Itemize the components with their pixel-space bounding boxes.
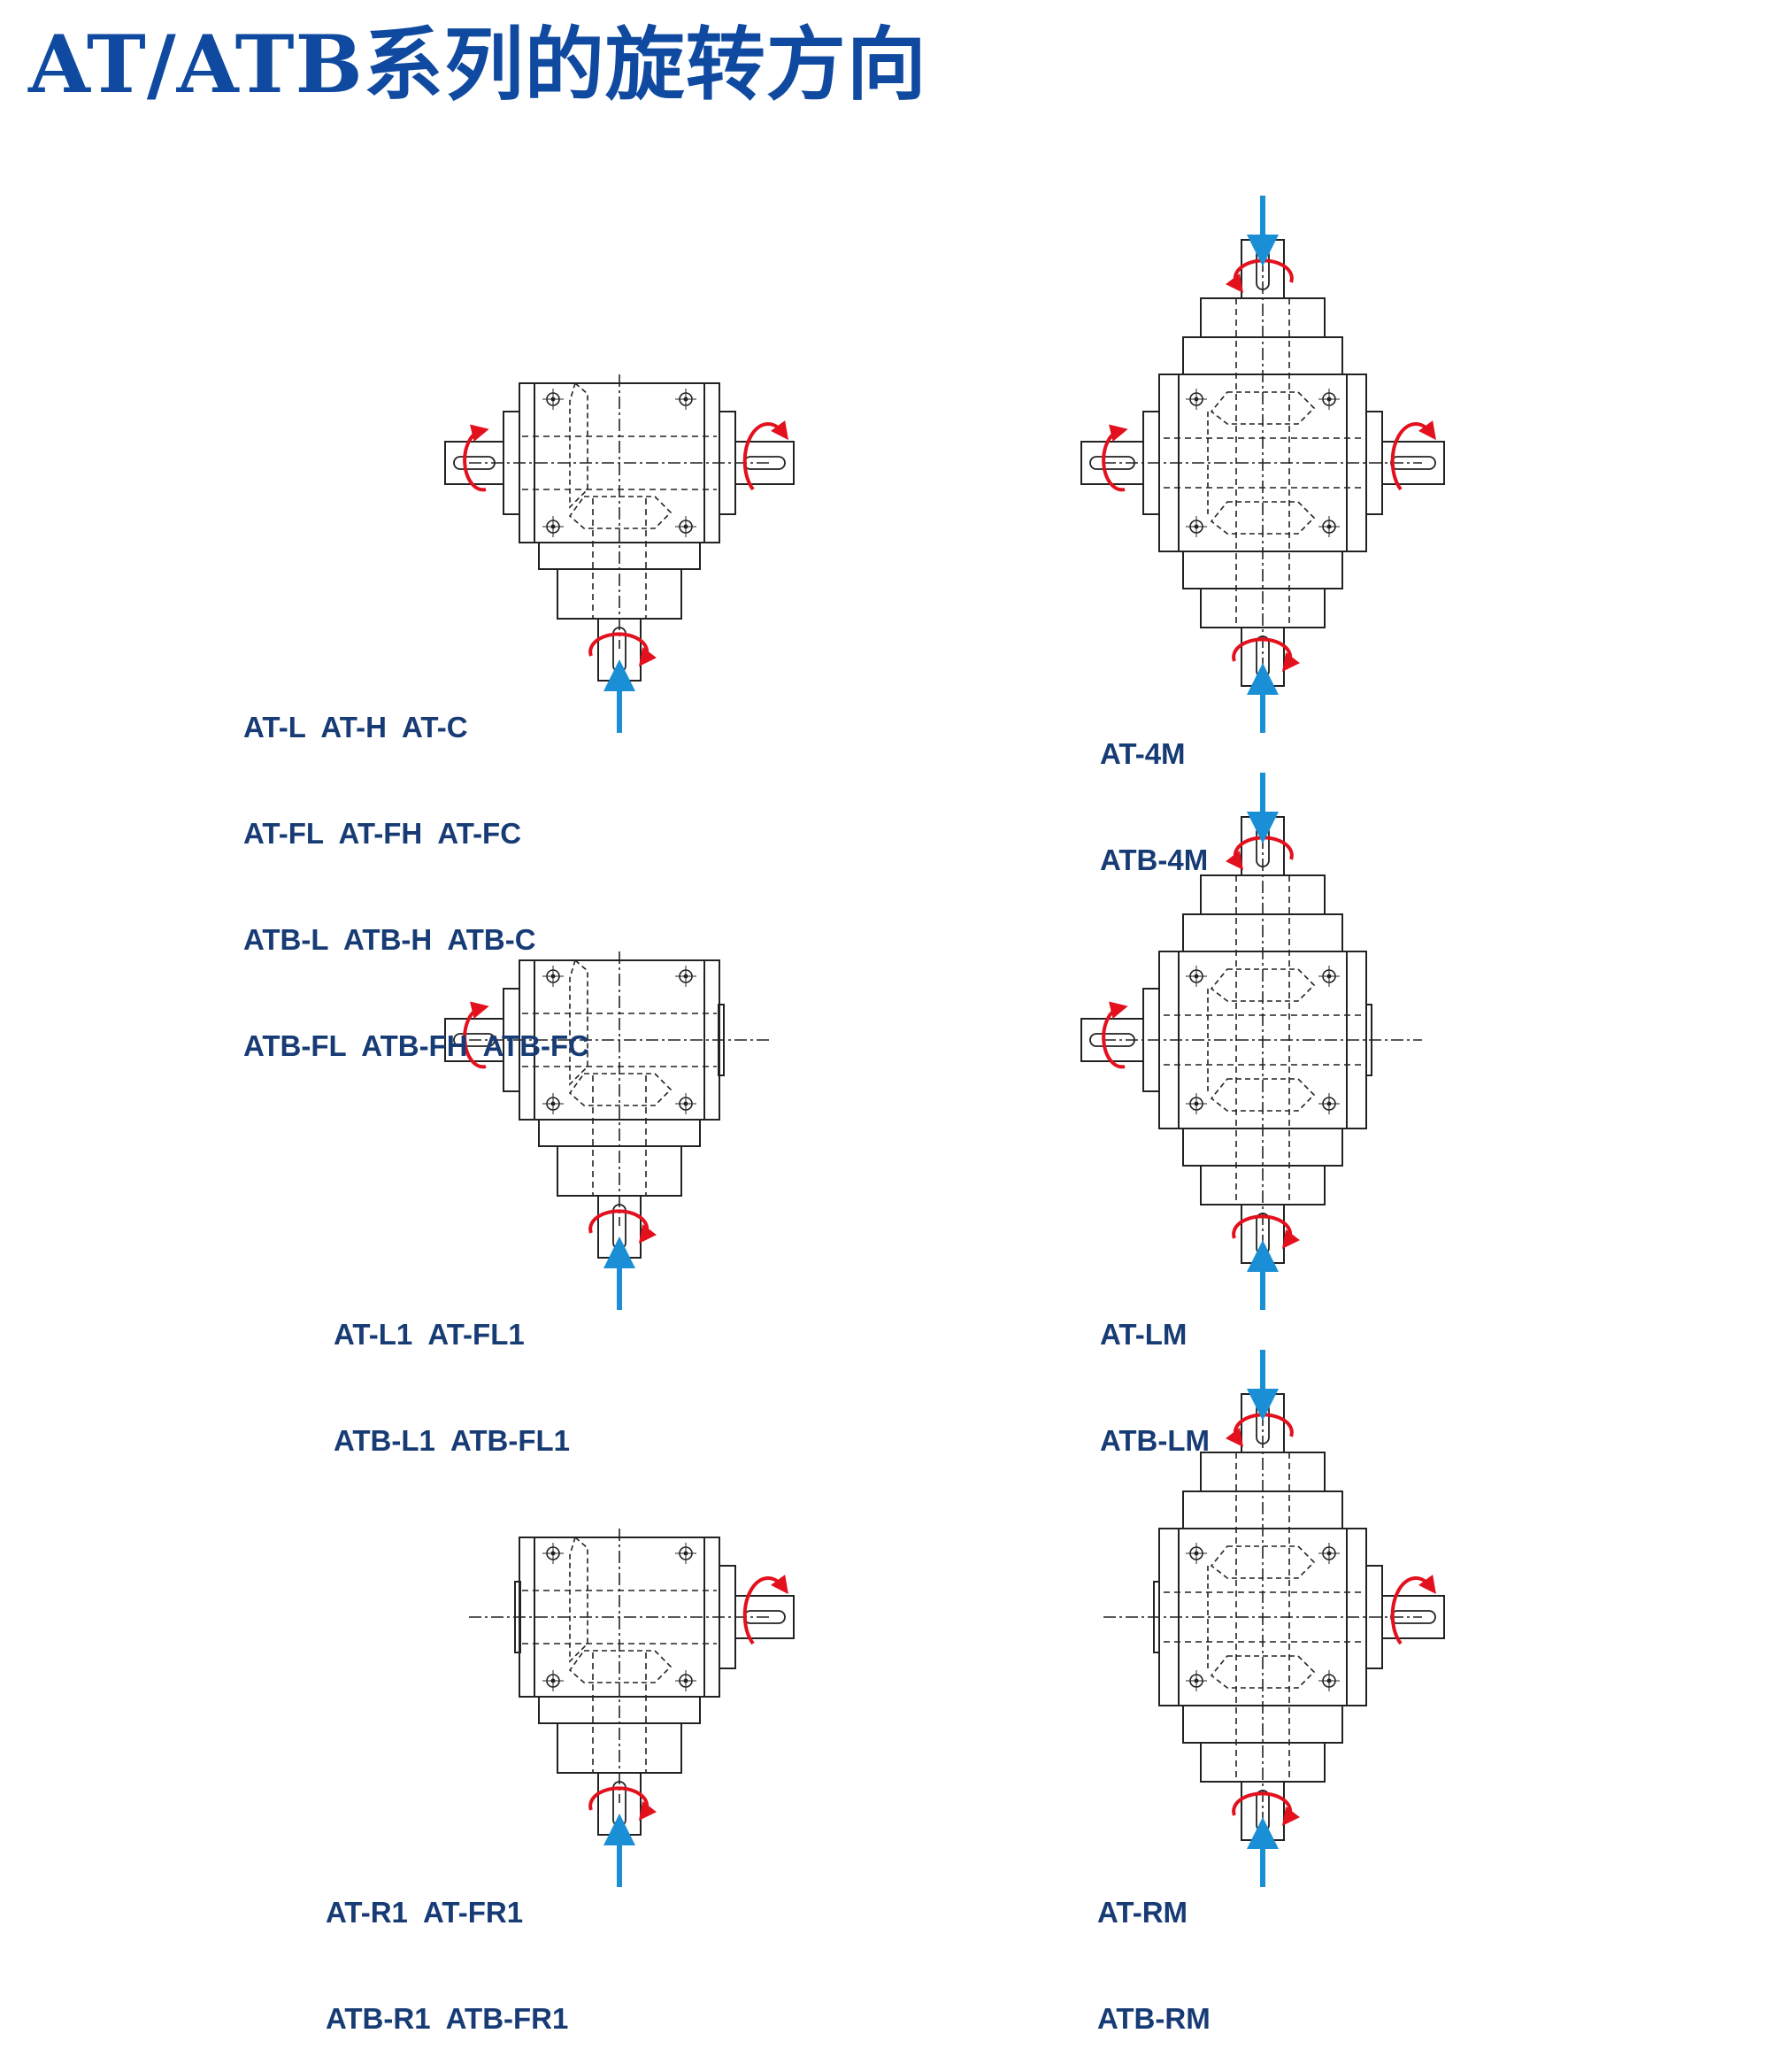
models-right-middle: AT-LM ATB-LM <box>1100 1246 1210 1494</box>
gear-outline <box>1210 1655 1316 1689</box>
gear-outline <box>1210 1545 1316 1579</box>
bolt-icon <box>1318 1093 1340 1114</box>
shaft <box>1381 1595 1445 1639</box>
model-line: ATB-LM <box>1100 1424 1211 1457</box>
bolt-icon <box>675 966 696 987</box>
bolt-icon <box>1318 389 1340 410</box>
gear-outline <box>569 959 588 1086</box>
models-right-top: AT-4M ATB-4M <box>1100 666 1208 913</box>
model-line: ATB-RM <box>1097 2002 1211 2035</box>
bolt-icon <box>1186 1093 1207 1114</box>
page-title: AT/ATB系列的旋转方向 <box>28 18 927 112</box>
red-rotation-arrow <box>1232 637 1301 672</box>
bolt-icon <box>675 389 696 410</box>
red-rotation-arrow <box>463 1001 489 1069</box>
gearbox-right-middle <box>1080 773 1422 1310</box>
bolt-icon <box>1186 966 1207 987</box>
model-line: ATB-L ATB-H ATB-C <box>243 923 536 956</box>
gearbox-left-bottom <box>469 1529 795 1887</box>
red-rotation-arrow <box>742 420 788 491</box>
bolt-icon <box>1318 966 1340 987</box>
gear-outline <box>569 1536 588 1663</box>
model-line: AT-L AT-H AT-C <box>243 711 468 743</box>
gear-outline <box>569 381 588 509</box>
red-rotation-arrow <box>1232 1214 1301 1249</box>
model-line: AT-RM <box>1097 1896 1188 1929</box>
gear-outline <box>568 496 673 529</box>
bolt-icon <box>542 1543 564 1564</box>
shaft-keyway <box>1089 1033 1135 1047</box>
shaft-keyway <box>453 456 496 470</box>
bolt-icon <box>1186 1543 1207 1564</box>
models-left-bottom: AT-R1 AT-FR1 ATB-R1 ATB-FR1 <box>326 1824 568 2072</box>
model-line: AT-FL AT-FH AT-FC <box>243 817 522 850</box>
red-rotation-arrow <box>742 1575 788 1645</box>
rotation-direction-diagram <box>444 196 1445 1887</box>
models-left-top: AT-L AT-H AT-C AT-FL AT-FH AT-FC ATB-L A… <box>243 639 589 1099</box>
shaft <box>734 1595 795 1639</box>
bolt-icon <box>542 1093 564 1114</box>
model-line: ATB-FL ATB-FH ATB-FC <box>243 1029 590 1062</box>
red-rotation-arrow <box>588 1786 657 1821</box>
model-line: AT-R1 AT-FR1 <box>326 1896 524 1929</box>
models-right-bottom: AT-RM ATB-RM <box>1097 1824 1211 2072</box>
bolt-icon <box>1318 516 1340 537</box>
model-line: AT-L1 AT-FL1 <box>334 1318 525 1351</box>
bolt-icon <box>675 1543 696 1564</box>
bolt-icon <box>675 1093 696 1114</box>
bolt-icon <box>542 1670 564 1691</box>
gear-outline <box>1210 391 1316 425</box>
shaft-keyway <box>1089 456 1135 470</box>
gearbox-right-top <box>1080 196 1445 733</box>
bolt-icon <box>1186 389 1207 410</box>
bolt-icon <box>542 966 564 987</box>
models-left-middle: AT-L1 AT-FL1 ATB-L1 ATB-FL1 <box>334 1246 570 1494</box>
gearbox-right-bottom <box>1103 1350 1445 1887</box>
gear-outline <box>1210 1078 1316 1112</box>
gear-outline <box>1210 501 1316 535</box>
model-line: ATB-L1 ATB-FL1 <box>334 1424 571 1457</box>
red-rotation-arrow <box>1102 424 1128 492</box>
bolt-icon <box>675 516 696 537</box>
red-rotation-arrow <box>1390 1575 1436 1645</box>
shaft-keyway <box>453 1033 496 1047</box>
bolt-icon <box>542 389 564 410</box>
bolt-icon <box>1186 1670 1207 1691</box>
model-line: ATB-R1 ATB-FR1 <box>326 2002 569 2035</box>
shaft <box>1381 441 1445 485</box>
gear-outline <box>1210 968 1316 1002</box>
gearbox-left-middle <box>444 951 770 1310</box>
gear-outline <box>568 1650 673 1683</box>
red-rotation-arrow <box>1390 420 1436 491</box>
red-rotation-arrow <box>588 632 657 666</box>
bolt-icon <box>542 516 564 537</box>
bolt-icon <box>675 1670 696 1691</box>
gearbox-left-top <box>444 374 795 733</box>
bolt-icon <box>1318 1670 1340 1691</box>
model-line: ATB-4M <box>1100 843 1209 876</box>
model-line: AT-4M <box>1100 737 1186 770</box>
red-rotation-arrow <box>588 1209 657 1244</box>
red-rotation-arrow <box>1232 1791 1301 1826</box>
bolt-icon <box>1318 1543 1340 1564</box>
red-rotation-arrow <box>1102 1001 1128 1069</box>
shaft <box>734 441 795 485</box>
bolt-icon <box>1186 516 1207 537</box>
model-line: AT-LM <box>1100 1318 1188 1351</box>
red-rotation-arrow <box>463 424 489 492</box>
gear-outline <box>568 1073 673 1106</box>
